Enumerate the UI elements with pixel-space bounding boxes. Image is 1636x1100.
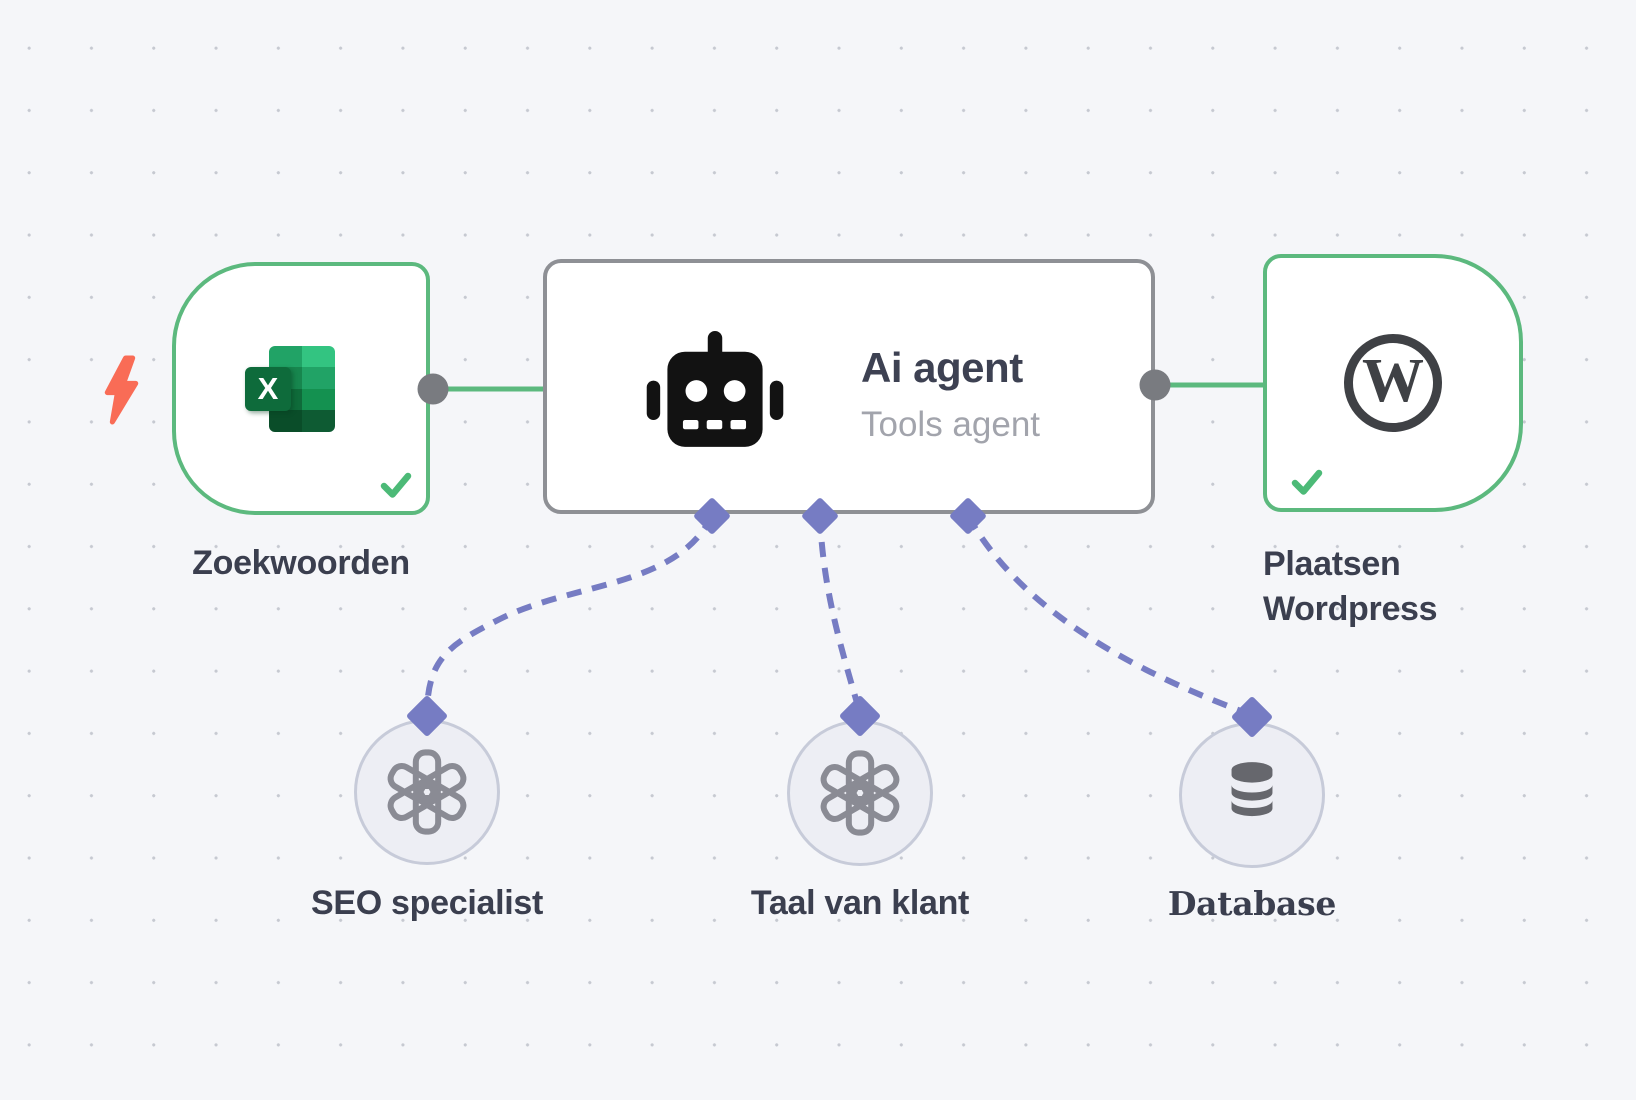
robot-icon [646,331,784,447]
tool-node-taal-van-klant[interactable] [787,720,933,866]
wordpress-icon: W [1344,334,1442,432]
tool-node-seo-specialist[interactable] [354,719,500,865]
success-checkmark-icon [380,472,412,498]
tool-label-database: Database [1167,884,1337,923]
openai-icon [820,750,900,836]
lightning-bolt-icon [104,355,139,425]
node-trigger-zoekwoorden[interactable]: X [172,262,430,515]
database-icon [1231,762,1273,817]
trigger-node-label: Zoekwoorden [192,544,410,582]
connection-agent-to-taal [817,515,862,711]
output-node-label: Plaatsen Wordpress [1263,545,1438,628]
wordpress-w-letter: W [1362,347,1424,415]
node-plaatsen-wordpress[interactable]: W [1263,254,1523,512]
tool-label-seo-specialist: SEO specialist [310,884,544,922]
success-checkmark-icon [1291,469,1323,495]
tool-label-taal-van-klant: Taal van klant [750,884,970,922]
excel-x-letter: X [245,366,291,411]
tool-node-database[interactable] [1179,722,1325,868]
connection-agent-to-seo [424,514,715,713]
excel-icon: X [245,345,357,432]
openai-icon [387,749,467,835]
agent-subtitle: Tools agent [861,405,1041,444]
agent-title: Ai agent [861,344,1023,391]
node-ai-agent[interactable]: Ai agent Tools agent [543,259,1155,514]
connection-agent-to-database [965,514,1251,717]
